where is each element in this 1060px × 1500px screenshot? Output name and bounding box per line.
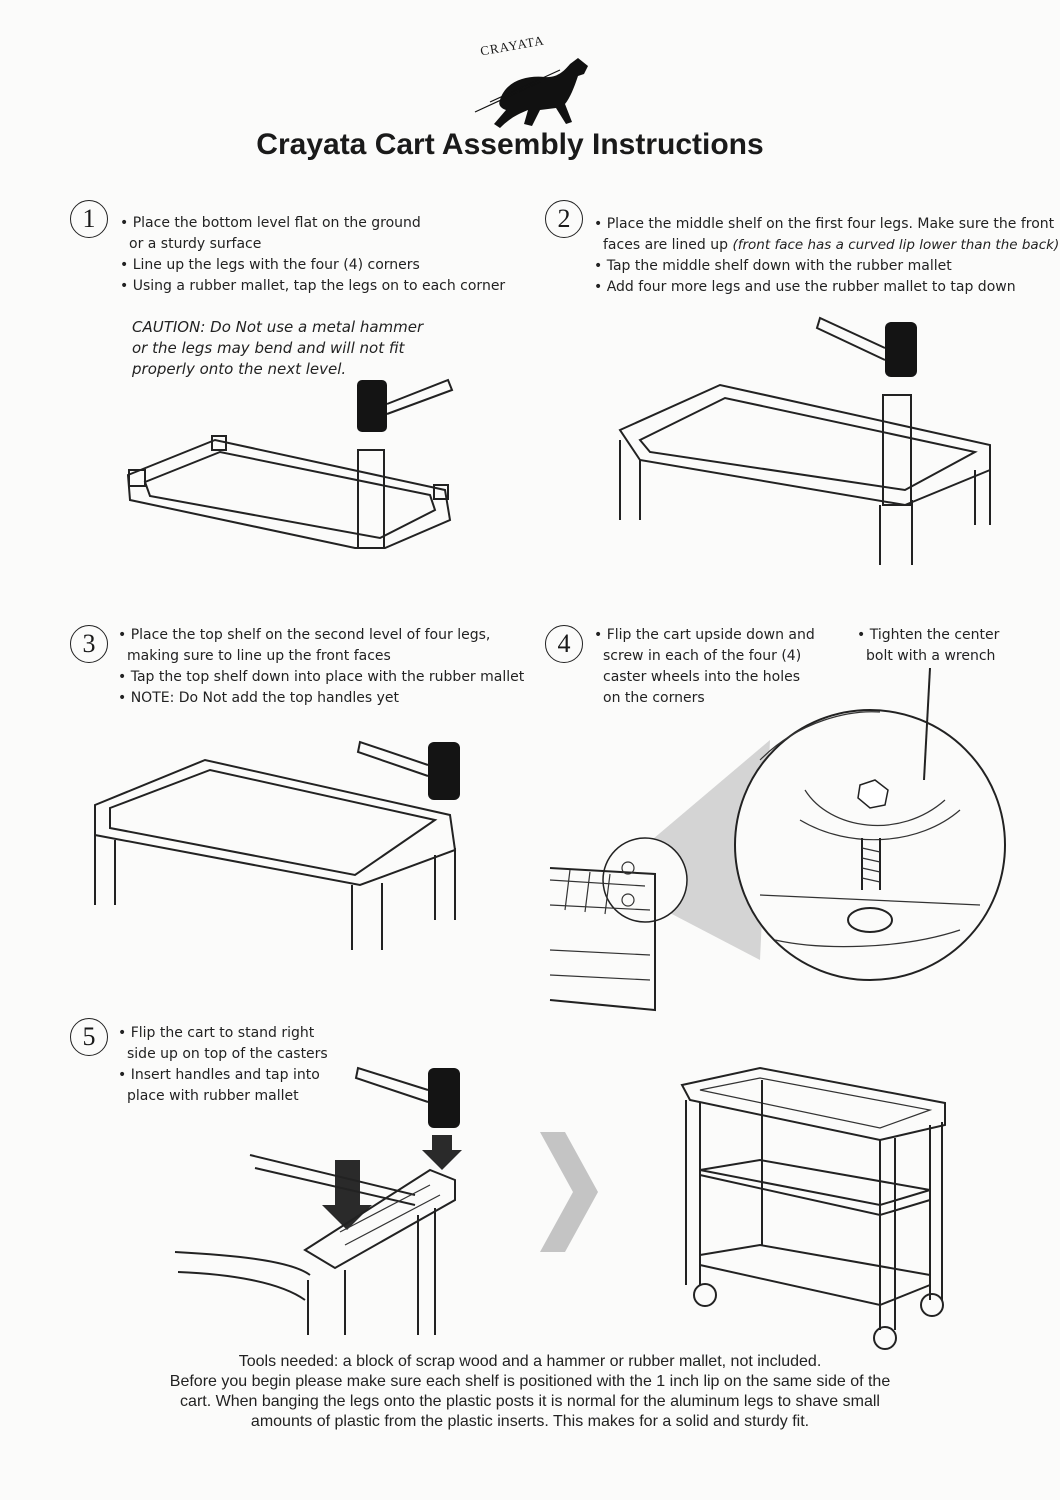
step-3-instructions: • Place the top shelf on the second leve… xyxy=(118,625,524,709)
step-5-line: • Flip the cart to stand right xyxy=(118,1025,315,1041)
front-face-note: (front face has a curved lip lower than … xyxy=(732,237,1060,253)
step-2-line: • Add four more legs and use the rubber … xyxy=(594,279,1016,295)
tools-note: Tools needed: a block of scrap wood and … xyxy=(60,1352,1000,1432)
step-4-line: on the corners xyxy=(603,690,705,706)
footer-line: amounts of plastic from the plastic inse… xyxy=(250,1413,810,1430)
caution-line: or the legs may bend and will not fit xyxy=(132,339,405,357)
caution-note: CAUTION: Do Not use a metal hammer or th… xyxy=(132,317,423,380)
step-5-line: side up on top of the casters xyxy=(127,1046,328,1062)
step-1-line: • Line up the legs with the four (4) cor… xyxy=(120,257,420,273)
step-5-number: 5 xyxy=(70,1018,108,1056)
step-4-number: 4 xyxy=(545,625,583,663)
brand-logo: CRAYATA xyxy=(470,30,600,140)
step-4-line: screw in each of the four (4) xyxy=(603,648,802,664)
step-2-line: • Place the middle shelf on the first fo… xyxy=(594,216,1055,232)
step-3-line: • NOTE: Do Not add the top handles yet xyxy=(118,690,400,706)
step-4-aside: • Tighten the center bolt with a wrench xyxy=(857,625,999,667)
footer-line: Tools needed: a block of scrap wood and … xyxy=(238,1353,822,1370)
step-5-instructions: • Flip the cart to stand right side up o… xyxy=(118,1023,328,1107)
step-1-line: • Using a rubber mallet, tap the legs on… xyxy=(120,278,506,294)
step-1-line: or a sturdy surface xyxy=(129,236,262,252)
step-4-line: caster wheels into the holes xyxy=(603,669,800,685)
step-2-line: faces are lined up xyxy=(603,237,729,253)
step-5-line: • Insert handles and tap into xyxy=(118,1067,320,1083)
step-1-line: • Place the bottom level flat on the gro… xyxy=(120,215,421,231)
page-title: Crayata Cart Assembly Instructions xyxy=(256,128,764,161)
footer-line: cart. When banging the legs onto the pla… xyxy=(180,1393,880,1410)
step-4-line: • Flip the cart upside down and xyxy=(594,627,815,643)
step-3-line: making sure to line up the front faces xyxy=(127,648,391,664)
step-2-line: • Tap the middle shelf down with the rub… xyxy=(594,258,952,274)
step-4-aside-line: bolt with a wrench xyxy=(866,648,996,664)
step-1-instructions: • Place the bottom level flat on the gro… xyxy=(120,213,505,297)
caution-line: properly onto the next level. xyxy=(132,360,347,378)
step-2-number: 2 xyxy=(545,200,583,238)
step-4-instructions: • Flip the cart upside down and screw in… xyxy=(594,625,815,709)
step-2-instructions: • Place the middle shelf on the first fo… xyxy=(594,214,1059,298)
step-3-line: • Tap the top shelf down into place with… xyxy=(118,669,525,685)
step-5-line: place with rubber mallet xyxy=(127,1088,299,1104)
footer-line: Before you begin please make sure each s… xyxy=(169,1373,891,1390)
caution-line: CAUTION: Do Not use a metal hammer xyxy=(132,318,424,336)
step-3-line: • Place the top shelf on the second leve… xyxy=(118,627,491,643)
step-3-number: 3 xyxy=(70,625,108,663)
step-1-number: 1 xyxy=(70,200,108,238)
horse-logo-icon xyxy=(474,58,588,128)
next-arrow-icon xyxy=(540,1132,598,1252)
step-4-aside-line: • Tighten the center xyxy=(857,627,1000,643)
